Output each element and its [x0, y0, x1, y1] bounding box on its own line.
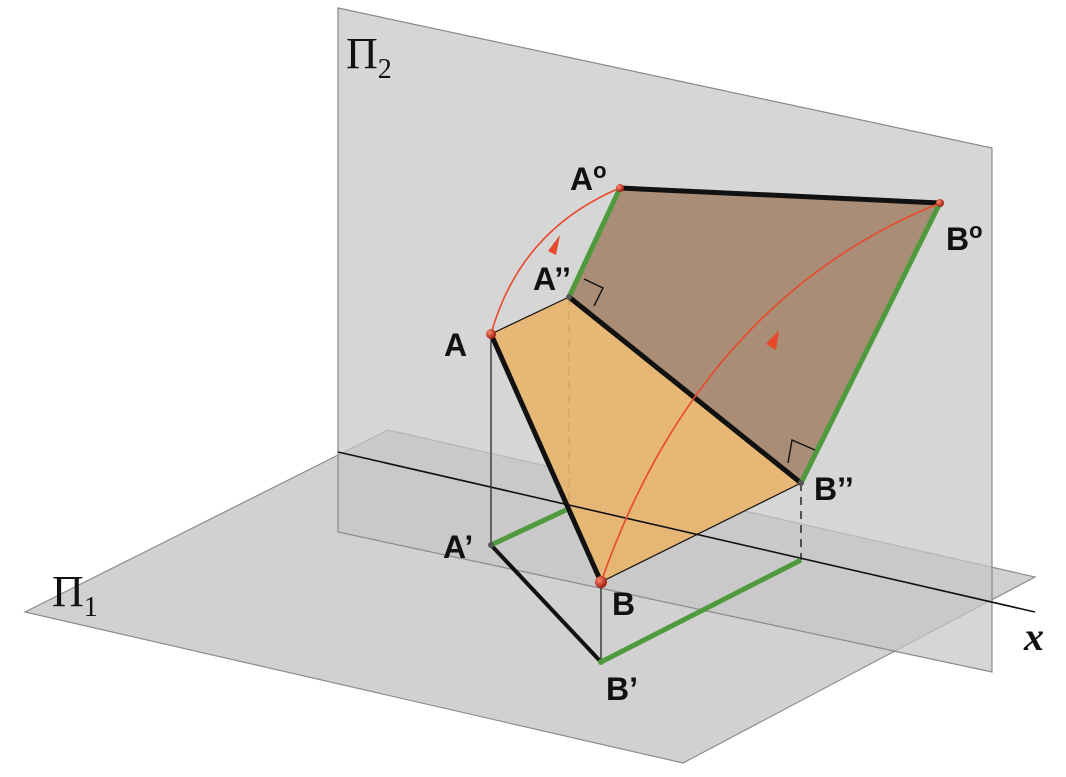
label-x-axis: x: [1023, 614, 1044, 659]
rotated-face: [569, 188, 940, 483]
b2-bo-green: [798, 201, 943, 485]
point-b: [595, 576, 607, 588]
right-angle-b2: [787, 439, 816, 464]
point-bo: [936, 199, 944, 207]
label-pi1: Π1: [52, 567, 98, 623]
b1-green-segment: [599, 557, 803, 665]
arc-b-arrow: [766, 330, 779, 350]
label-a2: A’’: [533, 261, 571, 297]
label-a: A: [444, 327, 467, 363]
a-b-segment: [488, 332, 604, 584]
arc-b-to-bo: [600, 202, 941, 583]
ao-bo-segment: [619, 185, 941, 206]
a2-b2-segment: [567, 295, 803, 485]
x-axis: [337, 451, 1036, 613]
arc-a-arrow: [548, 235, 560, 255]
point-b2: [798, 480, 804, 486]
a1-green-segment: [489, 507, 568, 548]
label-bo: Bo: [946, 218, 983, 257]
b-b2-edge: [600, 482, 802, 583]
right-angle-a2: [583, 278, 604, 307]
point-a2: [566, 294, 572, 300]
a2-ao-green: [566, 186, 623, 299]
label-ao: Ao: [570, 158, 607, 197]
horizontal-plane-pi1: [23, 429, 1037, 764]
point-b1: [598, 659, 604, 665]
point-a1: [488, 542, 494, 548]
label-b2: B’’: [814, 471, 854, 507]
label-b1: B’: [606, 671, 638, 707]
label-pi2: Π2: [346, 29, 392, 85]
label-a1: A’: [443, 529, 473, 565]
point-a: [486, 329, 496, 339]
trapezoid-face: [491, 297, 801, 582]
arc-a-to-ao: [490, 187, 621, 335]
a-a2-edge: [490, 296, 570, 335]
a1-b1-segment: [489, 543, 603, 664]
point-ao: [616, 184, 624, 192]
label-b: B: [612, 586, 635, 622]
